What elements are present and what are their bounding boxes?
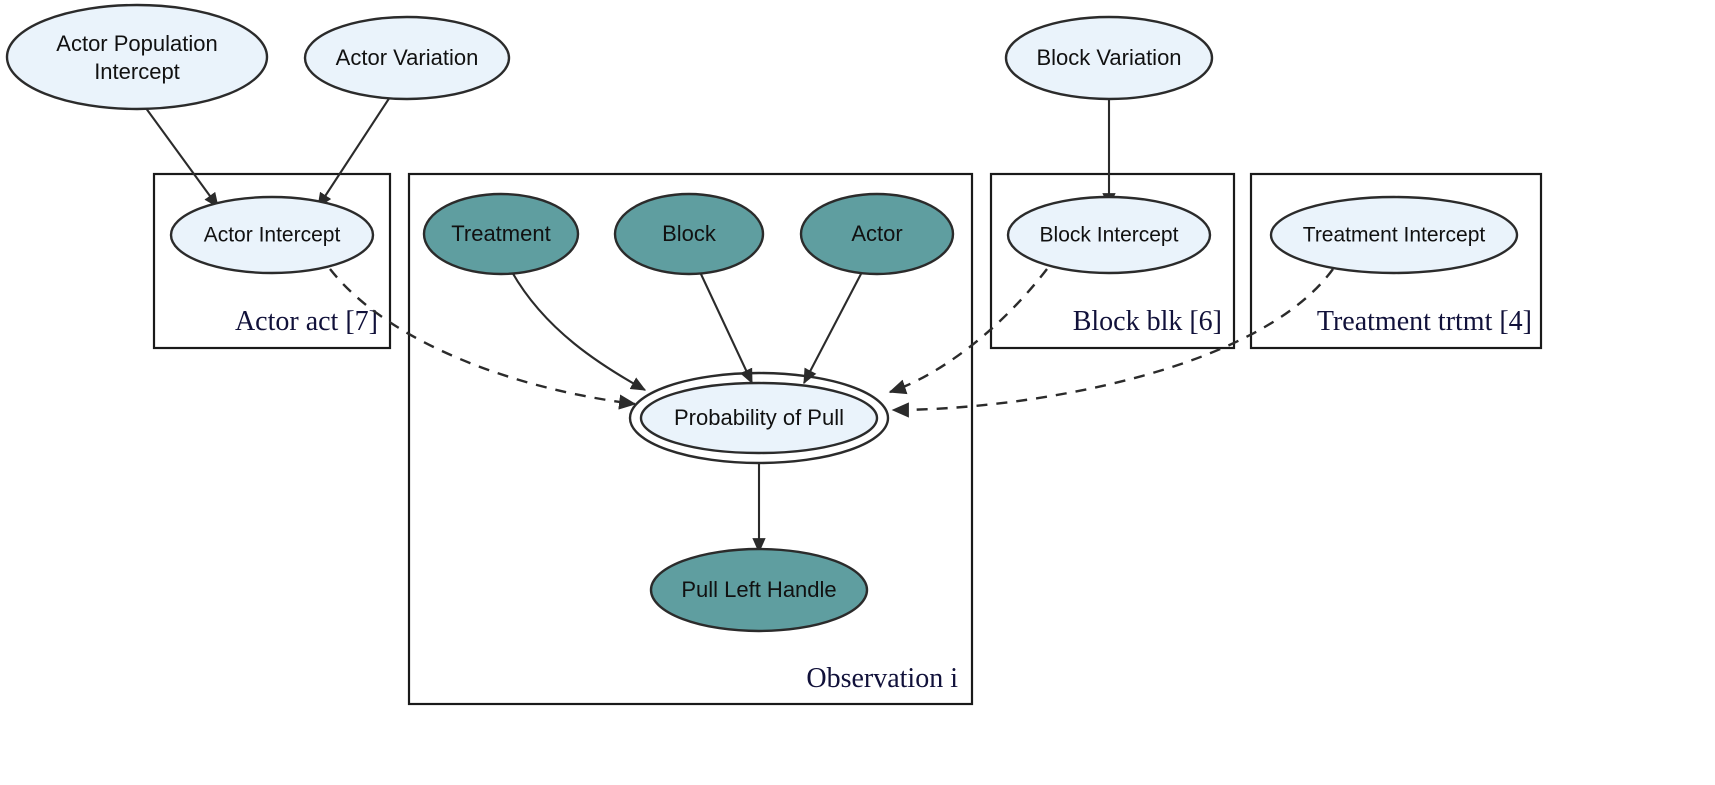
node-block-variation-label: Block Variation: [1036, 45, 1181, 70]
plate-observation: Observation i: [407, 172, 974, 706]
node-probability-of-pull-label: Probability of Pull: [674, 405, 844, 430]
node-actor-intercept-label: Actor Intercept: [204, 224, 341, 247]
edge-actor-population-intercept-to-actor-intercept: [139, 99, 219, 208]
node-treatment-shape[interactable]: [422, 192, 580, 276]
plate-block-rect: [989, 172, 1236, 350]
node-treatment-intercept-shape[interactable]: [1269, 195, 1519, 275]
node-actor-intercept[interactable]: Actor Intercept: [169, 195, 375, 275]
node-probability-of-pull-shape[interactable]: [639, 381, 879, 455]
edge-treatment-intercept-to-probability-of-pull: [891, 268, 1334, 418]
node-block-shape[interactable]: [613, 192, 765, 276]
edge-actor-intercept-to-probability-of-pull: [329, 268, 637, 410]
node-block-label: Block: [662, 221, 717, 246]
node-actor-population-intercept[interactable]: Actor Population Intercept: [5, 3, 269, 111]
node-actor-population-intercept-shape[interactable]: [5, 3, 269, 111]
node-actor[interactable]: Actor: [799, 192, 955, 276]
node-actor-variation[interactable]: Actor Variation: [303, 15, 511, 101]
node-treatment-label: Treatment: [451, 221, 550, 246]
node-actor-shape[interactable]: [799, 192, 955, 276]
edge-block-to-probability-of-pull: [699, 271, 753, 385]
node-pull-left-handle[interactable]: Pull Left Handle: [649, 547, 869, 633]
node-block-intercept[interactable]: Block Intercept: [1006, 195, 1212, 275]
plate-actor-rect: [152, 172, 392, 350]
edge-treatment-to-probability-of-pull: [511, 271, 647, 391]
node-actor-variation-label: Actor Variation: [336, 45, 479, 70]
plate-block-label: Block blk [6]: [1073, 306, 1222, 337]
node-treatment-intercept-label: Treatment Intercept: [1303, 224, 1486, 247]
plate-block: Block blk [6]: [989, 172, 1236, 350]
edge-actor-variation-to-actor-intercept: [317, 96, 391, 209]
node-pull-left-handle-shape[interactable]: [649, 547, 869, 633]
edge-actor-to-probability-of-pull: [803, 271, 863, 385]
node-block-intercept-label: Block Intercept: [1040, 224, 1179, 247]
edge-block-intercept-to-probability-of-pull: [888, 268, 1048, 395]
node-block-variation[interactable]: Block Variation: [1004, 15, 1214, 101]
node-probability-of-pull-outer-ring: [628, 371, 890, 465]
plate-actor: Actor act [7]: [152, 172, 392, 350]
node-actor-label: Actor: [851, 221, 902, 246]
node-actor-population-intercept-label-line2: Intercept: [94, 59, 180, 84]
plate-treatment-label: Treatment trtmt [4]: [1317, 306, 1532, 337]
plate-observation-rect: [407, 172, 974, 706]
node-pull-left-handle-label: Pull Left Handle: [681, 577, 836, 602]
node-probability-of-pull[interactable]: Probability of Pull: [628, 371, 890, 465]
node-actor-intercept-shape[interactable]: [169, 195, 375, 275]
node-treatment-intercept[interactable]: Treatment Intercept: [1269, 195, 1519, 275]
node-block[interactable]: Block: [613, 192, 765, 276]
node-treatment[interactable]: Treatment: [422, 192, 580, 276]
plate-treatment-rect: [1249, 172, 1543, 350]
node-block-intercept-shape[interactable]: [1006, 195, 1212, 275]
plate-actor-label: Actor act [7]: [235, 306, 378, 337]
plate-observation-label: Observation i: [806, 663, 958, 694]
node-actor-population-intercept-label-line1: Actor Population: [56, 31, 217, 56]
plate-treatment: Treatment trtmt [4]: [1249, 172, 1543, 350]
node-block-variation-shape[interactable]: [1004, 15, 1214, 101]
node-actor-variation-shape[interactable]: [303, 15, 511, 101]
